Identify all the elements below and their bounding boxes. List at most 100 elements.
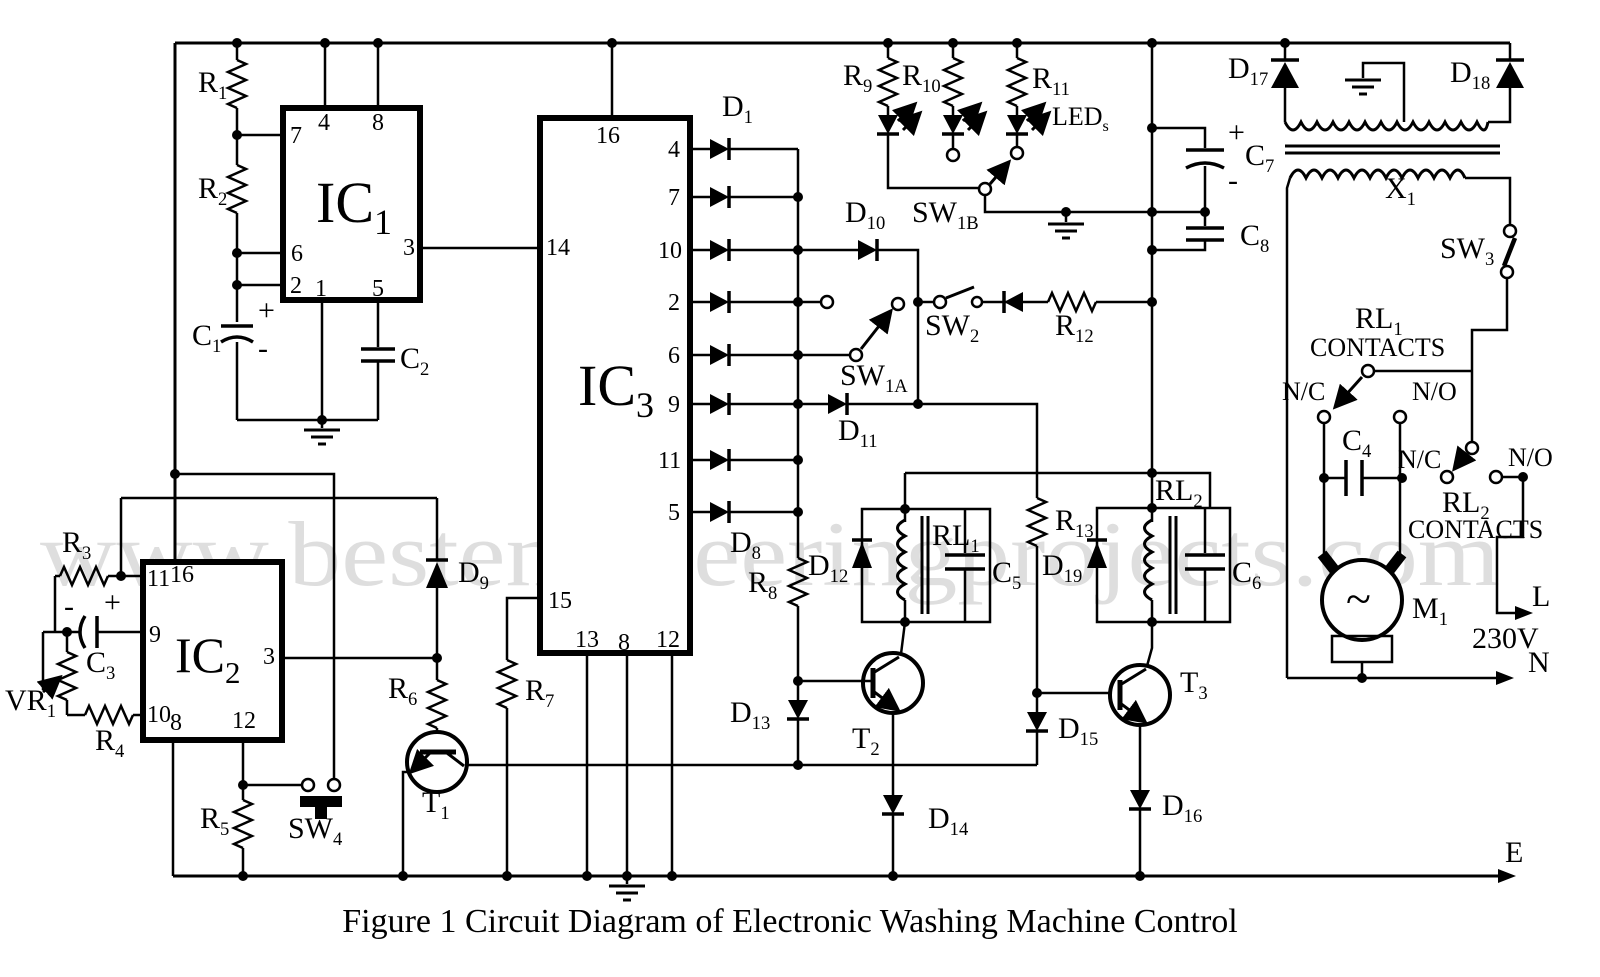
r2-label: R2 [198, 172, 227, 210]
rl2-contacts-label: RL2 [1442, 486, 1490, 524]
diode-d10 [856, 237, 879, 263]
ic3-pin7: 7 [668, 185, 680, 211]
ic1-pin8: 8 [372, 110, 384, 136]
sw1a-label: SW1A [840, 359, 908, 397]
ic1-pin1: 1 [315, 276, 327, 302]
ic1-pin4: 4 [318, 110, 330, 136]
c5-label: C5 [992, 556, 1021, 594]
leds-label: LEDs [1052, 102, 1109, 135]
t1-label: T1 [422, 786, 450, 824]
capacitor-c8 [1152, 212, 1224, 252]
r6-label: R6 [388, 672, 417, 710]
diode-d3 [708, 237, 731, 263]
ic1-pin6: 6 [291, 241, 303, 267]
d18-label: D18 [1450, 56, 1490, 94]
diode-d2 [708, 184, 731, 210]
d19-label: D19 [1042, 549, 1082, 587]
switch-sw4 [300, 777, 342, 819]
r3-label: R3 [62, 526, 91, 564]
motor-m1 [1317, 550, 1407, 678]
diode-d9 [426, 498, 448, 658]
ic2-pin3: 3 [263, 644, 275, 670]
diode-d12 [852, 538, 872, 568]
switch-sw3 [1499, 223, 1518, 280]
ground-icon [607, 884, 647, 902]
capacitor-c6 [1185, 508, 1225, 622]
r7-label: R7 [525, 674, 554, 712]
ic1-pin3: 3 [403, 235, 415, 261]
ic3-pin13: 13 [575, 627, 599, 653]
rl2-nc-label: N/C [1398, 445, 1441, 474]
ic2-pin11: 11 [147, 566, 170, 592]
d16-label: D16 [1162, 789, 1202, 827]
r1-label: R1 [198, 66, 227, 104]
diode-d1 [708, 136, 731, 162]
junction-dots [62, 38, 1528, 881]
d8-label: D8 [730, 526, 761, 564]
rl1-no-label: N/O [1412, 377, 1457, 406]
diode-d4 [708, 289, 731, 315]
c6-label: C6 [1232, 556, 1261, 594]
diode-d14 [880, 793, 906, 816]
c4-label: C4 [1342, 424, 1371, 462]
capacitor-c3 [78, 615, 99, 649]
ic2-pin10: 10 [147, 702, 171, 728]
resistor-r11 [1006, 56, 1028, 108]
resistor-r4 [83, 704, 135, 726]
rl1-coil [896, 518, 909, 602]
rl1-label: RL1 [932, 519, 980, 557]
relay-rl2-section [1087, 506, 1232, 876]
ic3-body [537, 115, 693, 656]
t3-label: T3 [1180, 666, 1208, 704]
switch-sw1b [945, 145, 1025, 197]
led-section [875, 43, 1205, 240]
r12-label: R12 [1055, 309, 1094, 347]
ic3-pin5: 5 [668, 500, 680, 526]
ic1-body [280, 105, 423, 303]
ground-icon [1343, 78, 1383, 96]
ic2-pin9: 9 [149, 622, 161, 648]
c8-label: C8 [1240, 219, 1269, 257]
transistor-t1 [401, 730, 469, 876]
r4-label: R4 [95, 724, 124, 762]
c1-plus: + [258, 294, 275, 327]
ic3-pin4: 4 [668, 137, 680, 163]
c3-plus: + [104, 586, 121, 619]
t1-driver-section [401, 498, 469, 876]
ground-icon [302, 428, 342, 446]
resistor-r2 [226, 163, 248, 215]
c3-label: C3 [86, 646, 115, 684]
c2-label: C2 [400, 342, 429, 380]
diode-d7 [708, 447, 731, 473]
resistor-r6 [426, 678, 448, 730]
ic3-pin14: 14 [546, 235, 570, 261]
r5-label: R5 [200, 802, 229, 840]
diode-d13 [785, 698, 811, 721]
motor-tilde: ~ [1346, 573, 1371, 624]
n-label: N [1528, 646, 1550, 679]
ic3-label: IC3 [578, 353, 654, 425]
secondary-winding [1283, 118, 1490, 132]
c1-minus: - [258, 332, 268, 365]
ic2-label: IC2 [175, 627, 241, 690]
ic1-pin5: 5 [372, 276, 384, 302]
led-3 [1004, 101, 1052, 137]
c1-label: C1 [192, 319, 221, 357]
rl1-nc-label: N/C [1282, 377, 1325, 406]
diode-d19 [1087, 538, 1107, 568]
rl1-contacts [1316, 363, 1408, 425]
r11-label: R11 [1032, 62, 1070, 100]
capacitor-c2 [361, 300, 395, 420]
figure-caption: Figure 1 Circuit Diagram of Electronic W… [342, 903, 1238, 940]
r9-label: R9 [843, 59, 872, 97]
r10-label: R10 [902, 59, 941, 97]
sw4-label: SW4 [288, 812, 342, 850]
ic3-pin16: 16 [596, 123, 620, 149]
l-label: L [1532, 580, 1550, 613]
switch-sw2 [918, 285, 984, 310]
rl2-coil [1143, 518, 1156, 602]
ground-icon [1046, 222, 1086, 240]
resistor-r7 [496, 658, 518, 710]
primary-winding [1288, 168, 1467, 182]
